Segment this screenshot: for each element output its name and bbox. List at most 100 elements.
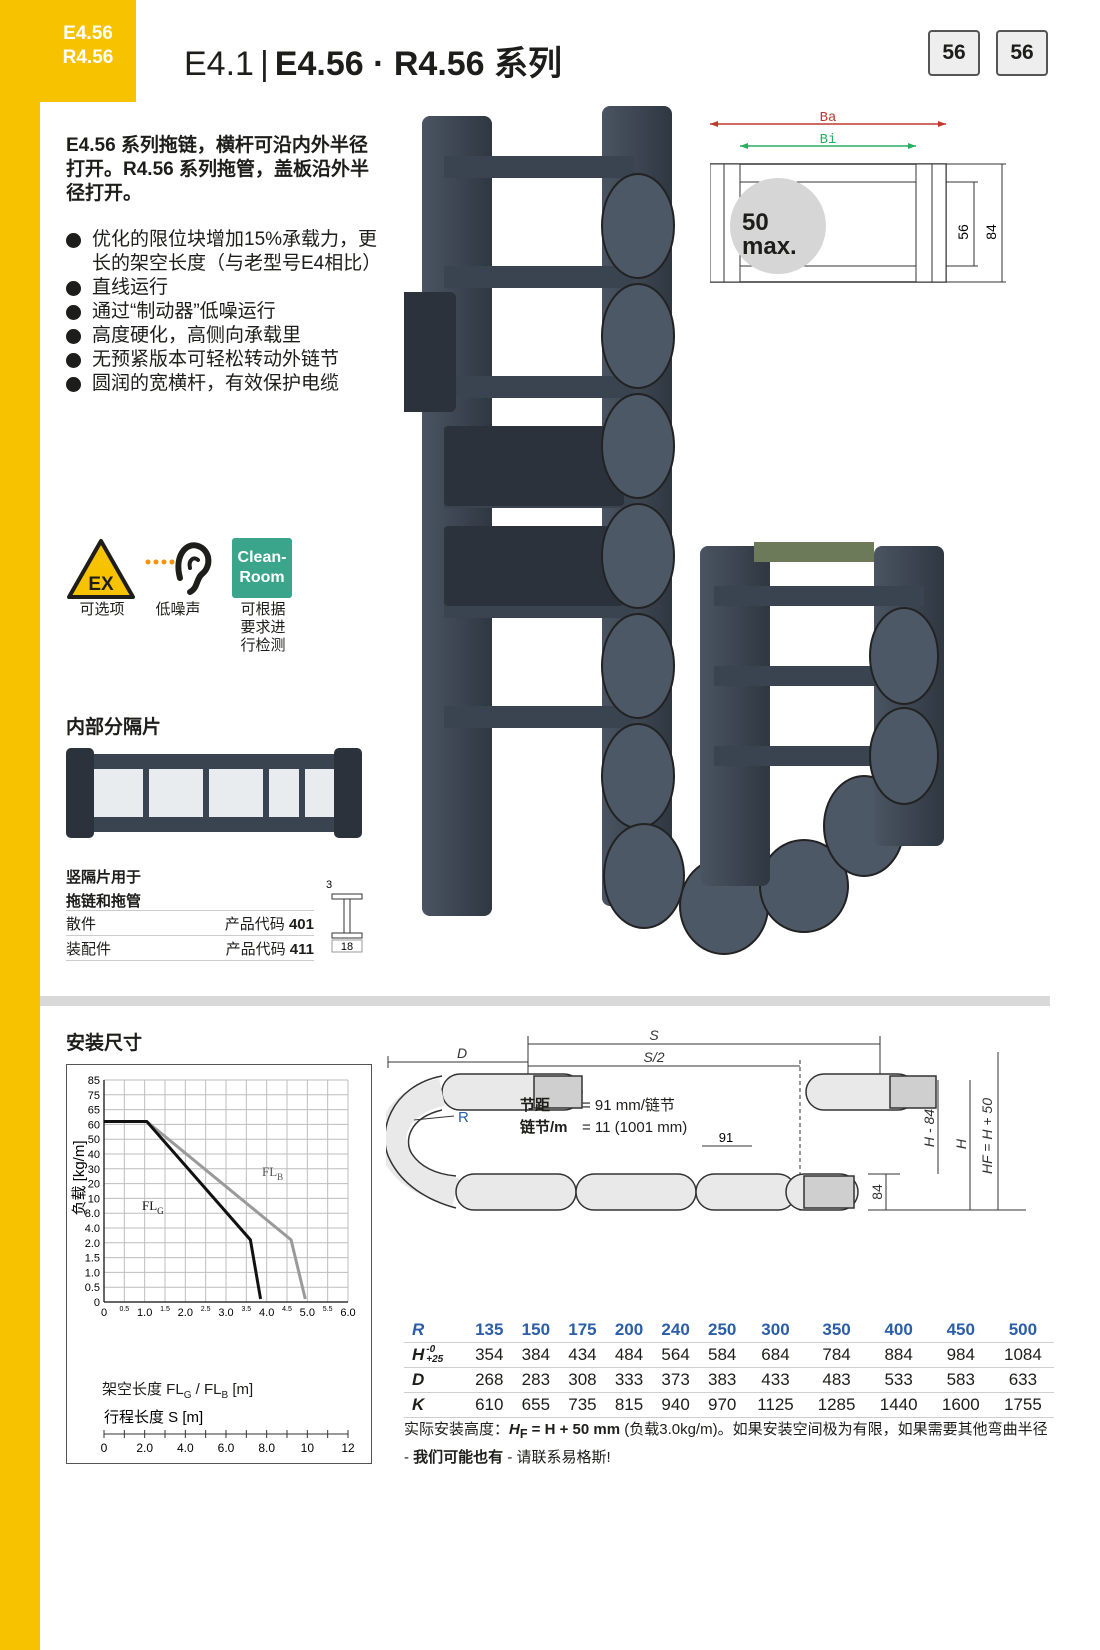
- title-separator: |: [259, 45, 269, 83]
- d-value: 633: [991, 1367, 1054, 1393]
- s-tick-label: 12: [341, 1441, 355, 1455]
- d-value: 383: [698, 1367, 746, 1393]
- outer-height-value: 56: [1010, 41, 1034, 64]
- r-value: 135: [466, 1318, 513, 1343]
- table-row: H-0+25 354 384 434 484 564 584 684 784 8…: [404, 1342, 1054, 1368]
- max-value: 50: [742, 209, 769, 236]
- y-tick-label: 1.0: [85, 1267, 100, 1279]
- row-label-d: D: [404, 1367, 466, 1393]
- table-row: K 610 655 735 815 940 970 1125 1285 1440…: [404, 1392, 1054, 1418]
- r-value: 240: [652, 1318, 699, 1343]
- feature-item: 优化的限位块增加15%承载力，更长的架空长度（与老型号E4相比）: [66, 228, 381, 276]
- r-value: 450: [929, 1318, 992, 1343]
- k-value: 815: [605, 1392, 653, 1418]
- y-tick-label: 2.0: [85, 1238, 100, 1250]
- pitch-value: = 91 mm/链节: [582, 1097, 675, 1114]
- r-value: 200: [605, 1318, 653, 1343]
- cleanroom-text-2: Room: [239, 569, 285, 586]
- separator-row-label: 散件: [66, 915, 97, 933]
- d-value: 583: [929, 1367, 992, 1393]
- feature-item: 高度硬化，高侧向承载里: [66, 324, 378, 348]
- inner-height-value: 56: [942, 41, 966, 64]
- h-value: 784: [805, 1342, 868, 1368]
- ex-text: EX: [88, 574, 114, 595]
- feature-item: 直线运行: [66, 276, 378, 300]
- feature-item: 圆润的宽横杆，有效保护电缆: [66, 372, 378, 396]
- fl-minor-tick-label: 3.5: [241, 1306, 251, 1313]
- y-tick-label: 10: [88, 1193, 100, 1205]
- fl-tick-label: 1.0: [137, 1307, 152, 1319]
- dim-s: S: [649, 1027, 659, 1043]
- dim-hf: HF = H + 50: [979, 1098, 995, 1174]
- table-row: R 135 150 175 200 240 250 300 350 400 45…: [404, 1318, 1054, 1343]
- load-curve-flg: [104, 1119, 263, 1300]
- cross-section-drawing: Ba Bi 50 max. 56 84: [710, 112, 1006, 283]
- flb-series-label: FLB: [262, 1164, 283, 1182]
- installation-diagram: D S S/2 节距 = 91 mm/链节 链节/m = 11 (1001 mm…: [386, 1027, 1026, 1214]
- section-divider: [40, 996, 1050, 1006]
- y-tick-label: 0: [94, 1297, 100, 1309]
- title-main: E4.56 · R4.56 系列: [274, 45, 563, 83]
- title-prefix: E4.1: [184, 45, 254, 83]
- separators-desc-line: 竖隔片用于: [66, 869, 142, 886]
- row-label-h: H-0+25: [404, 1342, 466, 1368]
- h-value: 684: [745, 1342, 806, 1368]
- load-chart-frame: [66, 1064, 372, 1464]
- row-label-k: K: [404, 1392, 466, 1418]
- feature-item: 无预紧版本可轻松转动外链节: [66, 348, 378, 372]
- r-value: 350: [805, 1318, 868, 1343]
- dimension-table: R 135 150 175 200 240 250 300 350 400 45…: [404, 1318, 1054, 1418]
- h-value: 564: [652, 1342, 699, 1368]
- y-tick-label: 1.5: [85, 1253, 100, 1265]
- cleanroom-text-1: Clean-: [237, 549, 287, 566]
- inner-height-icon: 56: [928, 30, 980, 76]
- energy-chain-photo: [404, 106, 944, 955]
- ex-label: 可选项: [79, 601, 125, 618]
- k-value: 1285: [805, 1392, 868, 1418]
- fl-minor-tick-label: 0.5: [119, 1306, 129, 1313]
- row-label-r: R: [404, 1318, 466, 1343]
- dim-bi: Bi: [820, 132, 837, 148]
- fl-tick-label: 6.0: [340, 1307, 355, 1319]
- separator-photo: [66, 748, 362, 838]
- dim-pitch: 91: [719, 1130, 733, 1145]
- r-value: 175: [559, 1318, 606, 1343]
- k-value: 1125: [745, 1392, 806, 1418]
- ex-warning-icon: EX: [67, 539, 135, 599]
- y-tick-label: 65: [88, 1105, 100, 1117]
- s-tick-label: 10: [301, 1441, 315, 1455]
- load-chart-s-axis-label: 行程长度 S [m]: [104, 1409, 203, 1426]
- radius-label: R: [458, 1109, 469, 1126]
- dim-ba: Ba: [820, 112, 837, 126]
- dim-top: 3: [326, 879, 332, 891]
- feature-item: 通过“制动器”低噪运行: [66, 300, 378, 324]
- pitch-label: 节距: [520, 1096, 550, 1114]
- links-label: 链节/m: [520, 1118, 568, 1136]
- h-value: 434: [559, 1342, 606, 1368]
- product-code: 411: [289, 940, 314, 958]
- cleanroom-label: 可根据 要求进 行检测: [226, 601, 300, 655]
- fl-minor-tick-label: 1.5: [160, 1306, 170, 1313]
- dim-bottom: 18: [341, 941, 353, 953]
- outer-height-icon: 56: [996, 30, 1048, 76]
- fl-minor-tick-label: 5.5: [323, 1306, 333, 1313]
- low-noise-ear-icon: [145, 542, 212, 595]
- y-tick-label: 50: [88, 1134, 100, 1146]
- y-tick-label: 30: [88, 1164, 100, 1176]
- feature-list: 优化的限位块增加15%承载力，更长的架空长度（与老型号E4相比） 直线运行 通过…: [66, 228, 381, 396]
- k-value: 1755: [991, 1392, 1054, 1418]
- y-tick-label: 20: [88, 1179, 100, 1191]
- fl-tick-label: 4.0: [259, 1307, 274, 1319]
- k-value: 970: [698, 1392, 746, 1418]
- k-value: 940: [652, 1392, 699, 1418]
- fl-tick-label: 0: [101, 1307, 107, 1319]
- y-tick-label: 8.0: [85, 1208, 100, 1220]
- separator-code-table: 散件 产品代码 401 装配件 产品代码 411: [66, 910, 314, 961]
- y-tick-label: 85: [88, 1075, 100, 1087]
- r-value: 250: [698, 1318, 746, 1343]
- r-value: 500: [991, 1318, 1054, 1343]
- code-prefix: 产品代码: [225, 940, 286, 958]
- separator-profile-drawing: 3 18: [326, 879, 363, 953]
